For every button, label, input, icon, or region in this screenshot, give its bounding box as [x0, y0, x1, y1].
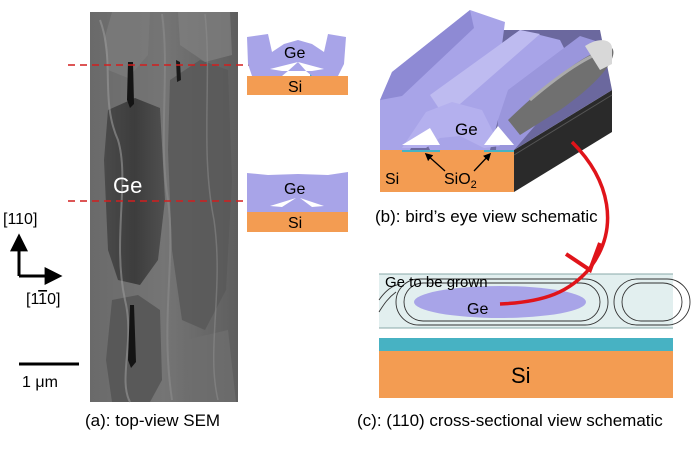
void-left [402, 128, 440, 145]
sem-void-top [127, 62, 134, 108]
si-substrate-front [380, 150, 514, 192]
inset-cross-section-top: Ge Si [247, 34, 348, 96]
cross-ge-label: Ge [467, 301, 488, 318]
connector-arrow-head [564, 242, 602, 274]
caption-a: (a): top-view SEM [85, 411, 220, 430]
caption-c: (c): (110) cross-sectional view schemati… [357, 411, 663, 430]
rod-right-back [585, 40, 612, 70]
overbar-digit: 1 [38, 291, 47, 308]
sem-ge-label: Ge [113, 173, 142, 198]
inset-ge-crystal [247, 34, 346, 76]
sio2-pointer-left [424, 152, 446, 172]
cross-to-be-grown-label: Ge to be grown [385, 274, 488, 291]
birdseye-si-label: Si [385, 171, 399, 188]
inset-ge-layer [247, 172, 348, 212]
rod-right [508, 47, 614, 135]
inset-ge-label: Ge [284, 45, 305, 62]
sio2-pointer-right [473, 152, 492, 172]
sem-grain-left [104, 12, 150, 78]
inset-si-label: Si [288, 79, 302, 96]
inset-cross-section-bottom: Ge Si [247, 172, 348, 232]
axis-label-1-10: [110] [26, 291, 60, 308]
growth-contours [378, 278, 691, 326]
axis-label-110: [110] [3, 211, 37, 228]
scale-bar-label: 1 μm [22, 374, 58, 391]
caption-b: (b): bird’s eye view schematic [375, 207, 598, 226]
sem-grain-right [168, 60, 232, 330]
connector-arrow [499, 140, 610, 306]
birdseye-ge-label: Ge [455, 120, 478, 139]
crystal-axes: [110] [110] [3, 211, 63, 308]
sem-image: Ge [90, 12, 238, 403]
cross-ge-crystal [414, 286, 586, 318]
ge-ridge-left [380, 10, 505, 150]
scale-bar: 1 μm [19, 362, 79, 391]
sem-void-bottom [128, 305, 136, 368]
cross-si-substrate [379, 351, 673, 398]
cross-sio2-layer [379, 338, 673, 351]
inset-ge-label: Ge [284, 181, 305, 198]
substrate-side-face [514, 90, 612, 192]
void-right [484, 126, 514, 145]
inset-si-label: Si [288, 215, 302, 232]
birdseye-sio2-label: SiO2 [444, 171, 477, 191]
birdseye-schematic: Ge Si SiO2 [380, 10, 614, 192]
inset-si-substrate [247, 76, 348, 95]
cross-section-schematic: Ge to be grown Ge Si [378, 273, 691, 398]
cross-si-label: Si [511, 363, 531, 388]
inset-si-substrate [247, 212, 348, 232]
